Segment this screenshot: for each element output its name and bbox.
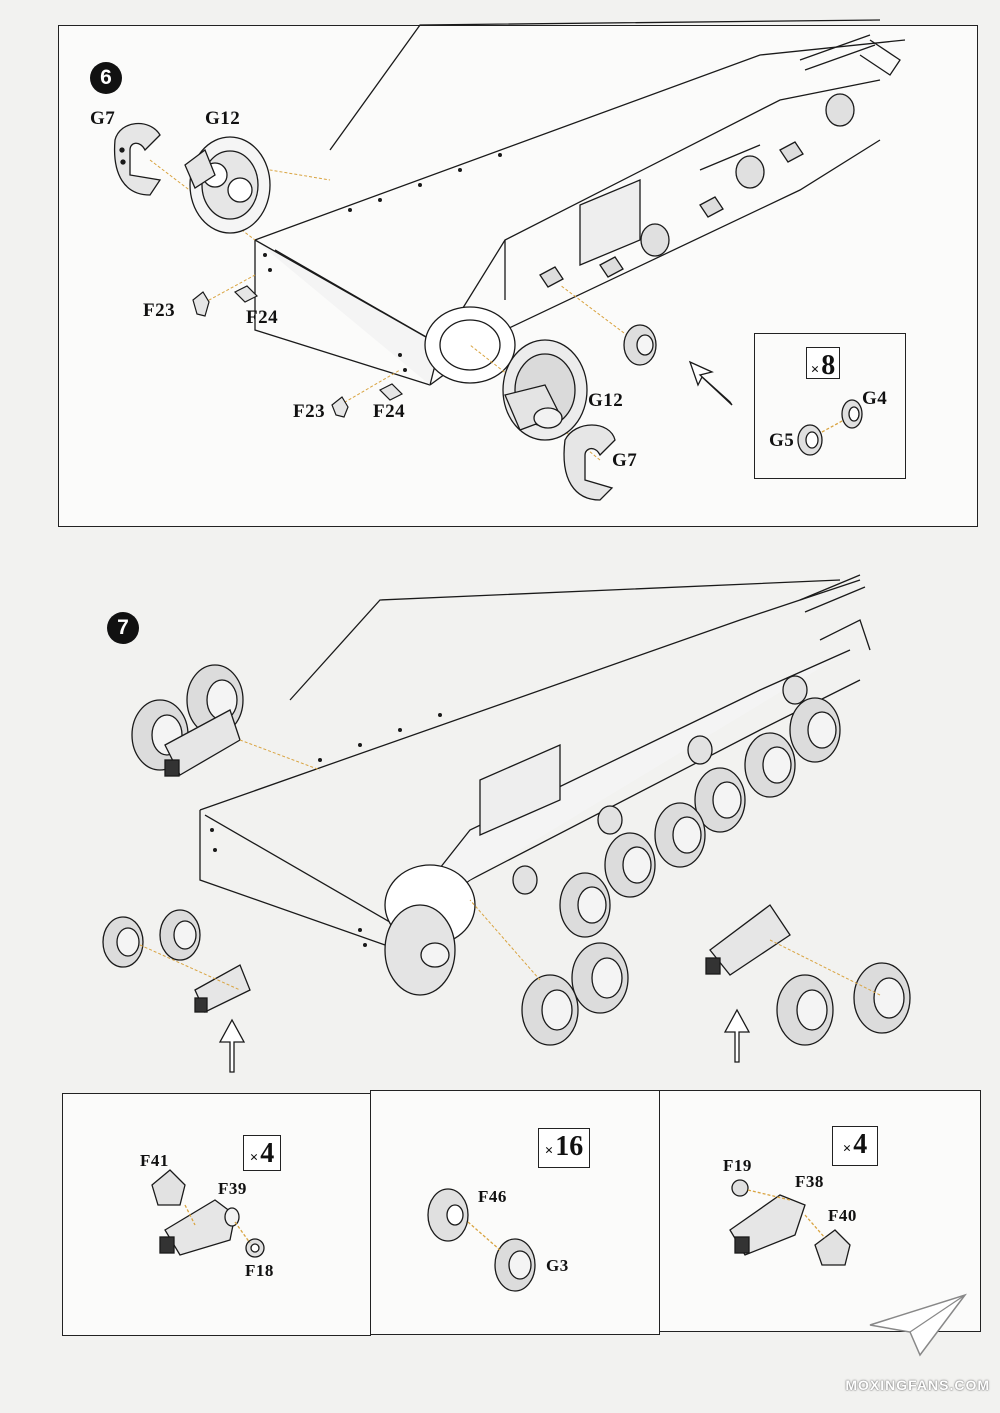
label-g3: G3: [546, 1256, 569, 1275]
label-g12-bottom: G12: [588, 390, 624, 411]
label-f18: F18: [245, 1261, 274, 1280]
bogie-middle: [521, 942, 629, 1046]
subassembly-middle-quantity: ×16: [538, 1128, 590, 1168]
subassembly-right-quantity: ×4: [832, 1126, 878, 1166]
part-f23-left: [192, 291, 210, 317]
subassembly-left-quantity: ×4: [243, 1135, 281, 1171]
label-f38: F38: [795, 1172, 824, 1191]
step-7-drawing: [102, 574, 911, 1073]
step-6-number: 6: [90, 62, 122, 94]
watermark-text: MOXINGFANS.COM: [845, 1377, 990, 1393]
label-f46: F46: [478, 1187, 507, 1206]
subassembly-right-box: [659, 1090, 981, 1332]
hull-upper-panel: [329, 19, 881, 151]
label-f19: F19: [723, 1156, 752, 1175]
paper-plane-logo: [869, 1293, 968, 1357]
label-f23-bottom: F23: [293, 401, 326, 422]
part-g12-bottom: [502, 339, 588, 441]
part-road-wheel-step6: [623, 324, 657, 366]
label-g7-top: G7: [90, 108, 116, 129]
label-f24-left: F24: [246, 307, 279, 328]
arrow-step7-left: [218, 1018, 246, 1073]
installed-road-wheels: [512, 675, 841, 938]
hull-top-edge: [254, 39, 906, 241]
arrow-step7-right: [723, 1008, 751, 1063]
label-g12-top: G12: [205, 108, 241, 129]
label-f41: F41: [140, 1151, 169, 1170]
label-g7-bottom: G7: [612, 450, 638, 471]
part-f24-bottom: [378, 383, 404, 401]
part-f23-bottom: [331, 396, 349, 418]
part-f39: [164, 1199, 236, 1256]
direction-arrow-step6: [688, 360, 733, 406]
part-g7-top: [113, 122, 162, 196]
part-f41: [151, 1169, 186, 1206]
bogie-front-lower: [102, 909, 251, 1013]
label-f24-bottom: F24: [373, 401, 406, 422]
part-f19: [731, 1179, 749, 1197]
part-g7-bottom: [563, 424, 616, 501]
label-g5: G5: [769, 430, 795, 451]
label-f23-left: F23: [143, 300, 176, 321]
inset-quantity-badge: ×8: [806, 347, 840, 381]
subassembly-middle-box: [370, 1090, 660, 1335]
label-f39: F39: [218, 1179, 247, 1198]
part-f24-left: [233, 285, 259, 303]
bogie-front-top: [131, 664, 244, 777]
part-f40: [814, 1229, 851, 1266]
label-g4: G4: [862, 388, 888, 409]
hull-side-plate: [439, 79, 881, 346]
step-7-number: 7: [107, 612, 139, 644]
step-6-drawing: [113, 19, 906, 501]
part-g12-top: [184, 136, 271, 234]
hull-side-left: [254, 240, 431, 386]
inset-wheel-drawing: [797, 399, 863, 456]
label-f40: F40: [828, 1206, 857, 1225]
bogie-rear-right: [705, 904, 911, 1046]
